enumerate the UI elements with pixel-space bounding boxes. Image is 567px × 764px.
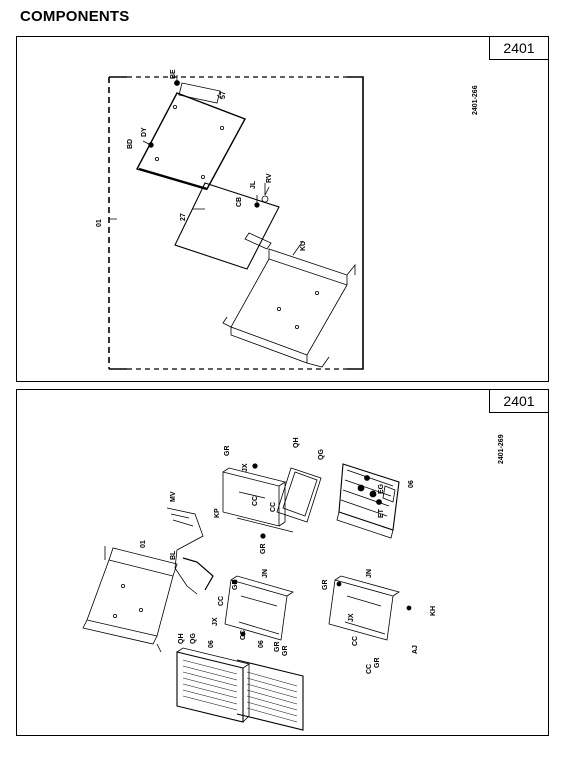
label-EG: EG	[378, 483, 385, 494]
exploded-view-top: BE 57 BD DY JL RV CB 27 KU 01 2401-266	[96, 69, 479, 370]
diagram-panel-bottom: 2401	[16, 389, 549, 736]
label-JL: JL	[250, 180, 257, 189]
label-GR: GR	[224, 446, 231, 457]
label-CC: CC	[366, 664, 373, 674]
page-title: COMPONENTS	[20, 8, 130, 25]
label-GR: GR	[274, 642, 281, 653]
label-GR: GR	[322, 580, 329, 591]
label-KP: KP	[214, 508, 221, 518]
label-DY: DY	[141, 127, 148, 137]
label-AJ: AJ	[412, 645, 419, 654]
label-06: 06	[208, 640, 215, 648]
label-JX: JX	[242, 463, 249, 472]
label-BE: BE	[170, 69, 177, 79]
label-01: 01	[96, 219, 103, 227]
panel-number: 2401	[489, 37, 548, 60]
label-GR: GR	[260, 544, 267, 555]
label-KU: KU	[300, 241, 307, 251]
label-CC: CC	[352, 636, 359, 646]
label-QG: QG	[318, 449, 325, 460]
label-06: 06	[258, 640, 265, 648]
label-CB: CB	[236, 197, 243, 207]
label-GR: GR	[374, 658, 381, 669]
label-KH: KH	[430, 606, 437, 616]
label-01: 01	[140, 540, 147, 548]
label-JN: JN	[366, 569, 373, 578]
label-BL: BL	[170, 550, 177, 560]
label-GR: GR	[232, 580, 239, 591]
label-QH: QH	[178, 634, 185, 645]
label-JX: JX	[348, 613, 355, 622]
diagram-panel-top: 2401	[16, 36, 549, 382]
label-MV: MV	[170, 491, 177, 502]
panel-number: 2401	[489, 390, 548, 413]
exploded-view-bottom: GR JX QH QG 06 EG ET KP CC CC GR MV 01 B…	[82, 434, 505, 731]
label-QG: QG	[190, 633, 197, 644]
label-27: 27	[180, 213, 187, 221]
label-CC: CC	[240, 630, 247, 640]
reference-code: 2401-269	[498, 434, 505, 464]
label-06: 06	[408, 480, 415, 488]
label-BD: BD	[127, 139, 134, 149]
label-GR: GR	[282, 646, 289, 657]
label-CC: CC	[252, 496, 259, 506]
label-57: 57	[220, 91, 227, 99]
label-RV: RV	[266, 173, 273, 183]
label-QH: QH	[293, 438, 300, 449]
label-ET: ET	[378, 508, 385, 518]
label-CC: CC	[218, 596, 225, 606]
label-JX: JX	[212, 617, 219, 626]
reference-code: 2401-266	[472, 85, 479, 115]
label-JN: JN	[262, 569, 269, 578]
label-CC: CC	[270, 502, 277, 512]
